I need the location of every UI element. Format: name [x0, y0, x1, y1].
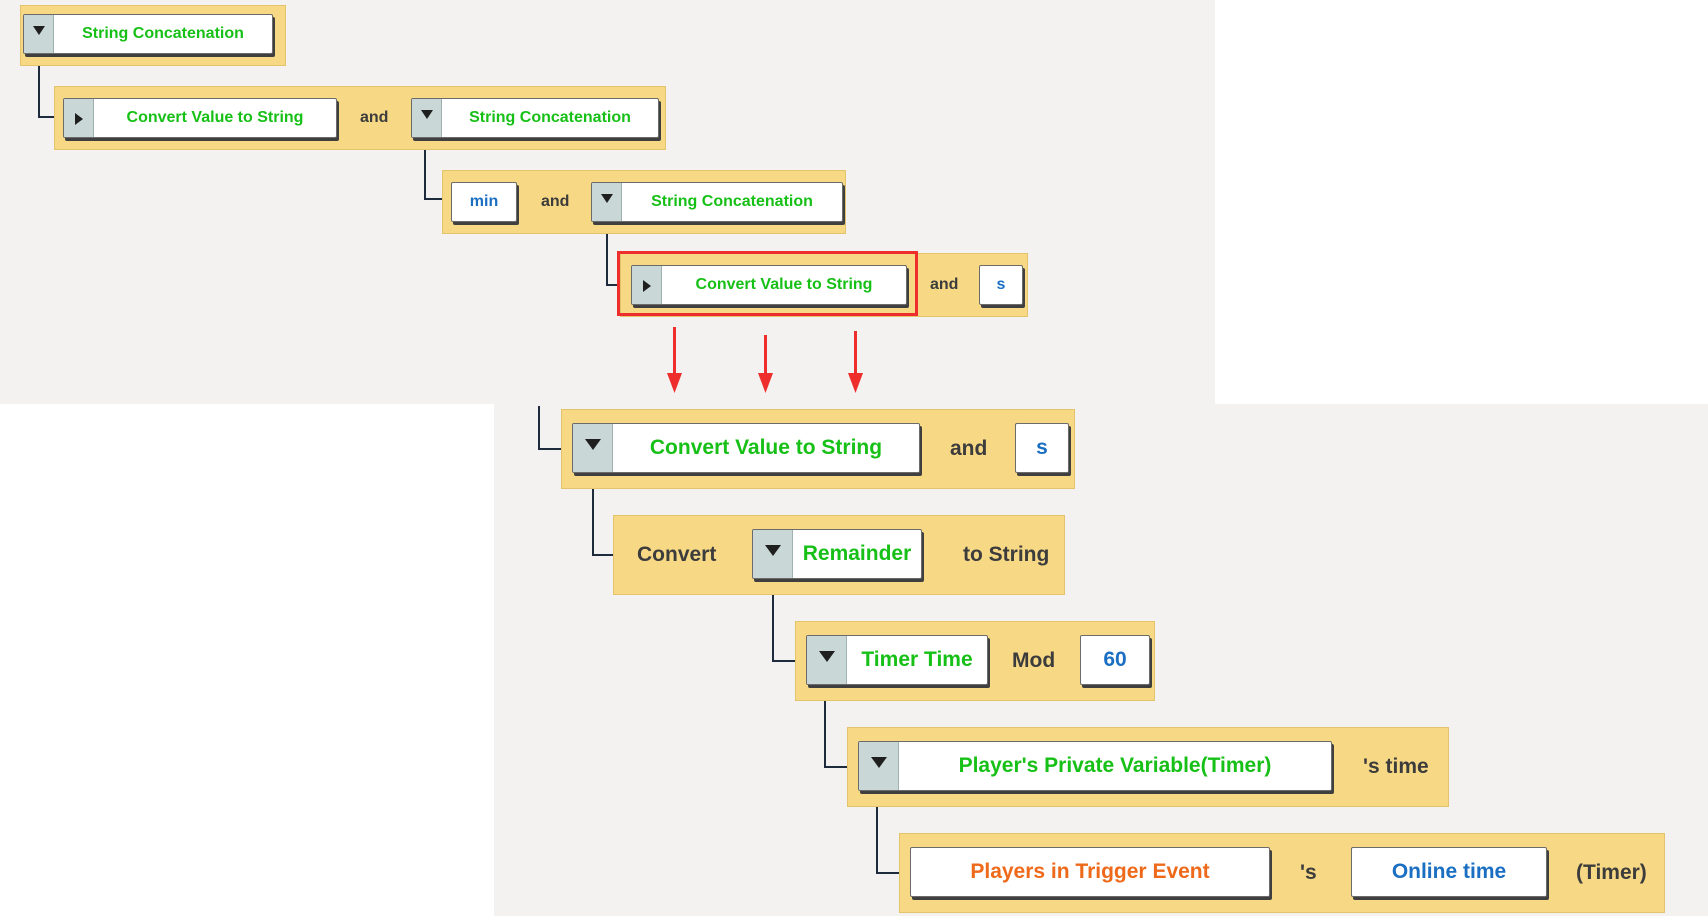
value-text: s [996, 276, 1006, 293]
triangle-down-icon [600, 194, 613, 203]
collapse-toggle[interactable] [753, 530, 793, 578]
block-label: Player's Private Variable(Timer) [958, 754, 1272, 777]
mod-value-field[interactable]: 60 [1080, 635, 1150, 685]
remainder-block[interactable]: Remainder [752, 529, 922, 579]
collapse-toggle[interactable] [807, 636, 847, 684]
timer-suffix-label: (Timer) [1576, 861, 1647, 884]
tree-connector [876, 792, 878, 874]
triangle-down-icon [32, 26, 45, 35]
s-time-label: 's time [1363, 755, 1429, 778]
convert-value-to-string-block[interactable]: Convert Value to String [572, 423, 920, 473]
value-text: Online time [1391, 860, 1507, 883]
expand-toggle[interactable] [64, 99, 94, 137]
down-arrow-icon [667, 327, 682, 393]
expand-arrows [667, 327, 863, 393]
triangle-down-icon [764, 545, 781, 556]
string-concatenation-block[interactable]: String Concatenation [23, 14, 273, 54]
to-string-label: to String [963, 543, 1050, 566]
value-text: 60 [1103, 648, 1127, 671]
top-row-string-concatenation: String Concatenation [20, 5, 286, 66]
top-row-convert-and-concat: Convert Value to String and String Conca… [54, 86, 666, 150]
convert-value-to-string-block[interactable]: Convert Value to String [63, 98, 337, 138]
block-label: Remainder [802, 542, 912, 565]
bottom-row-private-variable: Player's Private Variable(Timer) 's time [847, 727, 1449, 807]
convert-value-to-string-block[interactable]: Convert Value to String [631, 265, 907, 305]
and-label: and [930, 276, 959, 293]
tree-connector [592, 554, 614, 556]
down-arrow-icon [758, 335, 773, 393]
string-concatenation-block[interactable]: String Concatenation [411, 98, 659, 138]
block-label: String Concatenation [651, 193, 813, 210]
collapse-toggle[interactable] [573, 424, 613, 472]
triangle-down-icon [870, 757, 887, 768]
bottom-row-convert-remainder: Convert Remainder to String [613, 515, 1065, 595]
triangle-right-icon [642, 280, 651, 292]
collapse-toggle[interactable] [592, 183, 622, 221]
down-arrow-icon [848, 331, 863, 393]
value-text: Players in Trigger Event [970, 860, 1210, 883]
selection-highlight [617, 251, 918, 316]
bottom-row-players-online-time: Players in Trigger Event 's Online time … [899, 833, 1665, 913]
tree-connector [424, 198, 450, 200]
value-text: min [469, 193, 499, 210]
and-label: and [360, 109, 389, 126]
triangle-down-icon [584, 439, 601, 450]
expand-toggle[interactable] [632, 266, 662, 304]
tree-connector [538, 406, 540, 450]
collapse-toggle[interactable] [859, 742, 899, 790]
players-private-variable-block[interactable]: Player's Private Variable(Timer) [858, 741, 1332, 791]
tree-connector [772, 580, 774, 662]
online-time-field[interactable]: Online time [1351, 847, 1547, 897]
bottom-row-timer-mod: Timer Time Mod 60 [795, 621, 1155, 701]
tree-connector [876, 872, 900, 874]
triangle-right-icon [74, 113, 83, 125]
tree-connector [606, 218, 608, 286]
collapse-toggle[interactable] [24, 15, 54, 53]
tree-connector [824, 688, 826, 768]
possessive-label: 's [1300, 861, 1317, 884]
s-value-field[interactable]: s [979, 265, 1023, 305]
block-label: Convert Value to String [695, 276, 873, 293]
and-label: and [950, 437, 988, 460]
block-label: Convert Value to String [649, 436, 883, 459]
top-row-min-and-concat: min and String Concatenation [442, 170, 846, 234]
players-in-trigger-event-field[interactable]: Players in Trigger Event [910, 847, 1270, 897]
tree-connector [772, 660, 796, 662]
tree-connector [424, 136, 426, 200]
block-label: Timer Time [861, 648, 973, 671]
convert-label: Convert [637, 543, 717, 566]
tree-connector [824, 766, 848, 768]
value-text: s [1036, 436, 1048, 459]
tree-connector [38, 116, 62, 118]
tree-connector [38, 52, 40, 118]
triangle-down-icon [818, 651, 835, 662]
collapse-toggle[interactable] [412, 99, 442, 137]
timer-time-block[interactable]: Timer Time [806, 635, 988, 685]
block-label: Convert Value to String [126, 109, 304, 126]
bottom-row-convert-and-s: Convert Value to String and s [561, 409, 1075, 489]
min-value-field[interactable]: min [451, 182, 517, 222]
block-label: String Concatenation [82, 25, 244, 42]
and-label: and [541, 193, 570, 210]
string-concatenation-block[interactable]: String Concatenation [591, 182, 843, 222]
triangle-down-icon [420, 110, 433, 119]
tree-connector [592, 472, 594, 556]
mod-label: Mod [1012, 649, 1056, 672]
s-value-field[interactable]: s [1015, 423, 1069, 473]
block-label: String Concatenation [469, 109, 631, 126]
tree-connector [538, 448, 570, 450]
